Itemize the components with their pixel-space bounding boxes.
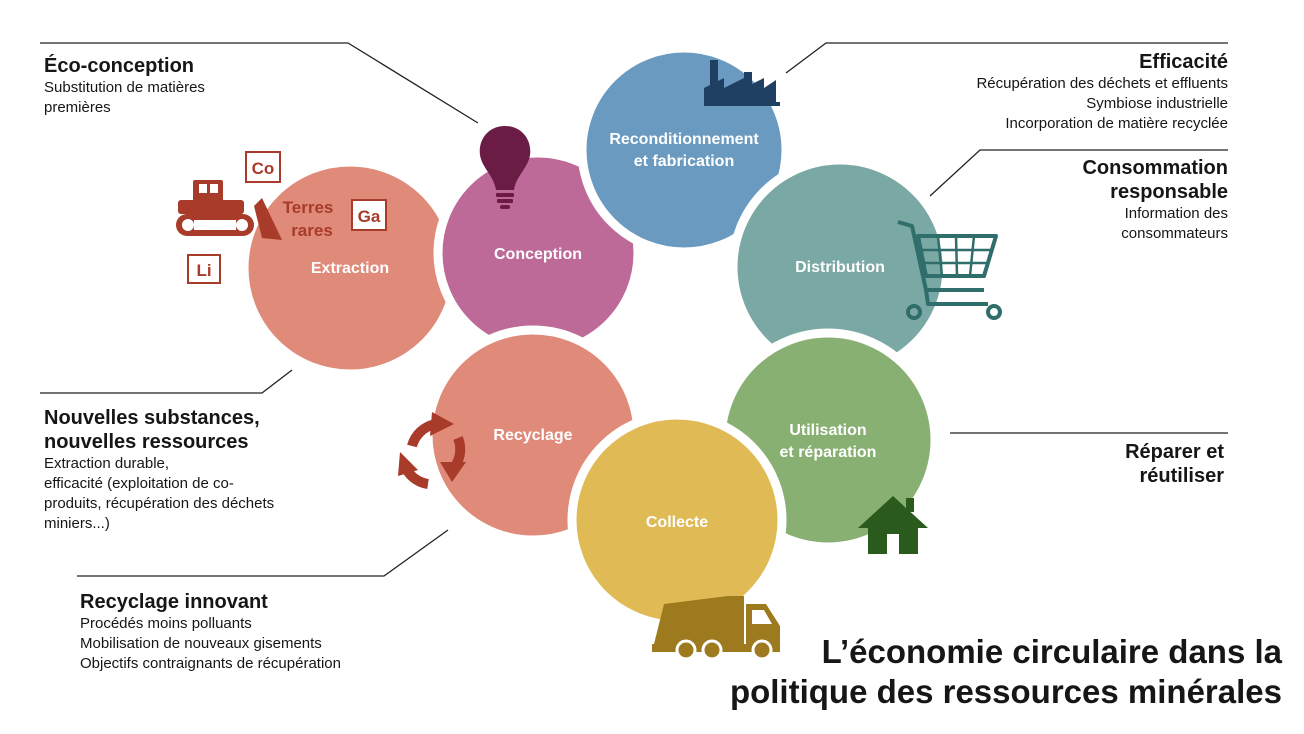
annotation-efficacite: Efficacité Récupération des déchets et e…	[976, 50, 1228, 134]
element-ga-text: Ga	[358, 207, 381, 226]
connector-lines	[40, 42, 1228, 577]
house-icon	[858, 496, 928, 554]
page-title: L’économie circulaire dans la politique …	[730, 632, 1282, 712]
label-distribution: Distribution	[795, 259, 885, 276]
eco-conception-heading: Éco-conception	[44, 55, 195, 77]
consommation-heading-2: responsable	[1110, 181, 1228, 203]
shopping-cart-icon	[897, 220, 1002, 320]
efficacite-line-3: Incorporation de matière recyclée	[1005, 115, 1228, 132]
label-conception: Conception	[494, 246, 582, 263]
element-badge-ga: Ga	[351, 199, 387, 231]
rares-text: rares	[291, 221, 333, 240]
connector-consommation	[929, 149, 1228, 197]
recycle-arrowheads	[398, 412, 466, 482]
efficacite-line-2: Symbiose industrielle	[1086, 95, 1228, 112]
label-collecte: Collecte	[646, 514, 708, 531]
title-line-1: L’économie circulaire dans la	[821, 633, 1282, 670]
eco-conception-line-2: premières	[44, 99, 111, 116]
lightbulb-icon	[479, 126, 531, 209]
eco-conception-line-1: Substitution de matières	[44, 79, 205, 96]
nouvelles-heading-1: Nouvelles substances,	[44, 407, 260, 429]
consommation-heading-1: Consommation	[1082, 157, 1228, 179]
annotation-recyclage-innovant: Recyclage innovant Procédés moins pollua…	[80, 590, 341, 674]
nouvelles-heading-2: nouvelles ressources	[44, 431, 249, 453]
nouvelles-line-2: efficacité (exploitation de co-	[44, 475, 234, 492]
element-badge-li: Li	[187, 254, 221, 284]
nouvelles-line-1: Extraction durable,	[44, 455, 170, 472]
label-recyclage: Recyclage	[493, 427, 572, 444]
recyclage-innovant-line-1: Procédés moins polluants	[80, 615, 252, 632]
annotation-eco-conception: Éco-conception Substitution de matières …	[44, 54, 205, 118]
label-utilisation-1: Utilisation	[789, 422, 866, 439]
annotation-consommation: Consommation responsable Information des…	[1082, 156, 1228, 244]
reparer-heading-1: Réparer et	[1125, 441, 1224, 463]
annotation-reparer: Réparer et réutiliser	[1125, 440, 1224, 488]
garbage-truck-icon	[652, 596, 780, 661]
label-fabrication-1: Reconditionnement	[609, 131, 759, 148]
recyclage-innovant-heading: Recyclage innovant	[80, 591, 268, 613]
terres-text: Terres	[283, 198, 334, 217]
element-co-text: Co	[252, 159, 275, 178]
annotation-nouvelles: Nouvelles substances, nouvelles ressourc…	[44, 406, 274, 534]
nouvelles-line-3: produits, récupération des déchets	[44, 495, 275, 512]
connector-recyclage-innovant	[77, 529, 449, 577]
bulldozer-icon	[176, 180, 282, 240]
label-extraction: Extraction	[311, 260, 389, 277]
element-badge-co: Co	[245, 151, 281, 183]
factory-icon	[704, 60, 780, 106]
connector-eco-conception	[40, 42, 479, 124]
recyclage-innovant-line-3: Objectifs contraignants de récupération	[80, 655, 341, 672]
reparer-heading-2: réutiliser	[1139, 465, 1224, 487]
connector-efficacite	[785, 42, 1228, 74]
consommation-line-1: Information des	[1124, 205, 1228, 222]
consommation-line-2: consommateurs	[1121, 225, 1228, 242]
label-fabrication-2: et fabrication	[634, 153, 734, 170]
label-utilisation-2: et réparation	[780, 444, 877, 461]
element-li-text: Li	[196, 261, 211, 280]
title-line-2: politique des ressources minérales	[729, 673, 1282, 710]
nouvelles-line-4: miniers...)	[44, 515, 110, 532]
efficacite-heading: Efficacité	[1139, 51, 1228, 73]
recyclage-innovant-line-2: Mobilisation de nouveaux gisements	[80, 635, 322, 652]
connector-nouvelles	[40, 369, 293, 394]
efficacite-line-1: Récupération des déchets et effluents	[976, 75, 1228, 92]
